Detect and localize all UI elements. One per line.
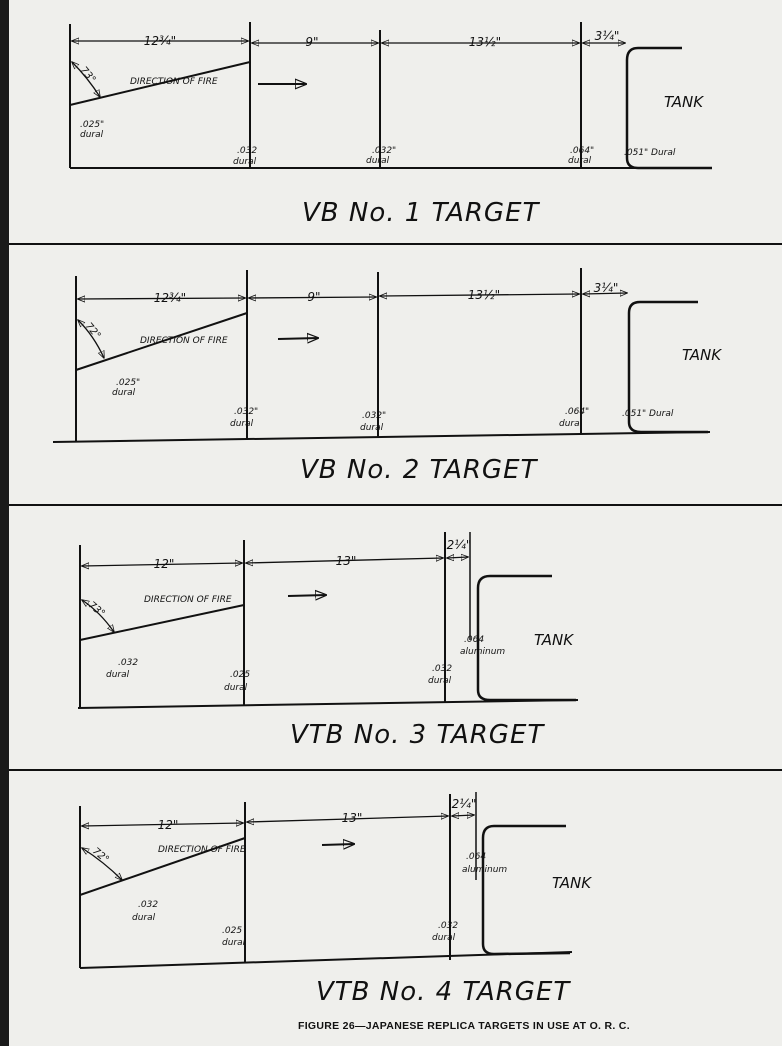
dimension-line bbox=[447, 557, 468, 558]
dimension-label: 13" bbox=[342, 811, 363, 825]
plate-thickness-label: .032" bbox=[234, 407, 258, 417]
fire-arrow bbox=[277, 338, 318, 339]
aluminum-material-label: aluminum bbox=[462, 865, 507, 875]
panel-title: VB No. 1 TARGET bbox=[302, 198, 541, 228]
page-body bbox=[9, 0, 782, 1046]
angle-arc bbox=[82, 848, 122, 880]
panel-vtb-no4: 12" 13" 2¼" 72° DIRECTION OF FIRE .032 d… bbox=[79, 792, 592, 1007]
panel-title: VTB No. 3 TARGET bbox=[290, 720, 545, 750]
angle-arc bbox=[82, 600, 114, 632]
tank-plate bbox=[627, 300, 708, 434]
tank-plate-label: .051" Dural bbox=[622, 409, 674, 419]
dimension-line bbox=[452, 815, 474, 816]
fire-arrow bbox=[321, 844, 354, 845]
direction-of-fire-label: DIRECTION OF FIRE bbox=[140, 336, 228, 346]
plate-material-label: dural bbox=[80, 130, 104, 140]
angle-arc bbox=[72, 62, 100, 97]
dimension-line bbox=[82, 563, 242, 566]
panel-title: VTB No. 4 TARGET bbox=[316, 977, 571, 1007]
panel-vb-no1: 12¾" 9" 13½" 3¼" 73° DIRECTION OF FIRE .… bbox=[69, 22, 712, 228]
plate-thickness-label: .032 bbox=[438, 921, 458, 931]
plate-material-label: dural bbox=[224, 683, 248, 693]
direction-of-fire-label: DIRECTION OF FIRE bbox=[144, 595, 232, 605]
dimension-label: 12¾" bbox=[144, 34, 176, 48]
tank-label: TANK bbox=[664, 93, 704, 111]
aluminum-thickness-label: .064 bbox=[466, 852, 486, 862]
plate-material-label: dural bbox=[112, 388, 136, 398]
sloped-plate bbox=[75, 312, 248, 371]
plate-material-label: dural bbox=[222, 938, 246, 948]
direction-of-fire-label: DIRECTION OF FIRE bbox=[130, 77, 218, 87]
plate-thickness-label: .032 bbox=[138, 900, 158, 910]
panel-vb-no2: 12¾" 9" 13½" 3¼" 72° DIRECTION OF FIRE .… bbox=[52, 268, 722, 485]
dimension-label: 9" bbox=[307, 290, 320, 304]
aluminum-thickness-label: .064 bbox=[464, 635, 484, 645]
plate-thickness-label: .025 bbox=[222, 926, 242, 936]
plate-material-label: dural bbox=[106, 670, 130, 680]
plate-thickness-label: .032 bbox=[432, 664, 452, 674]
dimension-line bbox=[247, 816, 448, 822]
tank-label: TANK bbox=[534, 631, 574, 649]
sloped-plate bbox=[79, 837, 246, 896]
sloped-plate bbox=[79, 604, 245, 641]
dimension-label: 3¼" bbox=[595, 29, 620, 43]
fire-arrow bbox=[287, 595, 326, 596]
plate-thickness-label: .025" bbox=[116, 378, 140, 388]
angle-label: 73° bbox=[86, 600, 107, 620]
panel-vtb-no3: 12" 13" 2¼" 73° DIRECTION OF FIRE .032 d… bbox=[77, 532, 579, 750]
dimension-line bbox=[246, 558, 443, 563]
figure-caption: FIGURE 26—JAPANESE REPLICA TARGETS IN US… bbox=[298, 1020, 630, 1032]
dimension-line bbox=[82, 823, 243, 826]
binding-edge bbox=[0, 0, 9, 1046]
aluminum-material-label: aluminum bbox=[460, 647, 505, 657]
plate-material-label: dural bbox=[230, 419, 254, 429]
plate-material-label: dural bbox=[432, 933, 456, 943]
dimension-label: 3¼" bbox=[594, 281, 619, 295]
tank-plate bbox=[625, 46, 712, 170]
dimension-line bbox=[583, 293, 627, 294]
angle-label: 72° bbox=[90, 846, 111, 866]
plate-material-label: dural bbox=[568, 156, 592, 166]
dimension-label: 12" bbox=[158, 818, 179, 832]
plate-thickness-label: .032" bbox=[372, 146, 396, 156]
plate-material-label: dural bbox=[559, 419, 583, 429]
dimension-line bbox=[380, 294, 579, 296]
dimension-label: 13" bbox=[336, 554, 357, 568]
plate-material-label: dural bbox=[233, 157, 257, 167]
dimension-label: 12¾" bbox=[154, 291, 186, 305]
direction-of-fire-label: DIRECTION OF FIRE bbox=[158, 845, 246, 855]
angle-arc bbox=[78, 320, 104, 358]
base-line bbox=[52, 431, 711, 443]
dimension-label: 13½" bbox=[469, 35, 501, 49]
angle-label: 73° bbox=[78, 65, 98, 86]
dimension-label: 2¼" bbox=[447, 538, 472, 552]
panel-title: VB No. 2 TARGET bbox=[300, 455, 539, 485]
plate-thickness-label: .025" bbox=[80, 120, 104, 130]
plate-material-label: dural bbox=[366, 156, 390, 166]
dimension-label: 12" bbox=[154, 557, 175, 571]
dimension-label: 13½" bbox=[468, 288, 500, 302]
plate-thickness-label: .064" bbox=[570, 146, 594, 156]
plate-material-label: dural bbox=[428, 676, 452, 686]
dimension-line bbox=[249, 297, 376, 298]
tank-label: TANK bbox=[552, 874, 592, 892]
plate-thickness-label: .032 bbox=[118, 658, 138, 668]
plate-thickness-label: .032" bbox=[362, 411, 386, 421]
base-line bbox=[77, 699, 579, 709]
plate-thickness-label: .064" bbox=[565, 407, 589, 417]
plate-material-label: dural bbox=[360, 423, 384, 433]
dimension-label: 2¼" bbox=[452, 797, 477, 811]
tank-plate bbox=[481, 824, 571, 956]
tank-plate-label: .051" Dural bbox=[624, 148, 676, 158]
tank-plate bbox=[476, 574, 576, 702]
plate-thickness-label: .025 bbox=[230, 670, 250, 680]
tank-label: TANK bbox=[682, 346, 722, 364]
angle-label: 72° bbox=[83, 321, 103, 342]
dimension-line bbox=[78, 298, 245, 299]
plate-material-label: dural bbox=[132, 913, 156, 923]
plate-thickness-label: .032 bbox=[237, 146, 257, 156]
dimension-label: 9" bbox=[305, 35, 318, 49]
